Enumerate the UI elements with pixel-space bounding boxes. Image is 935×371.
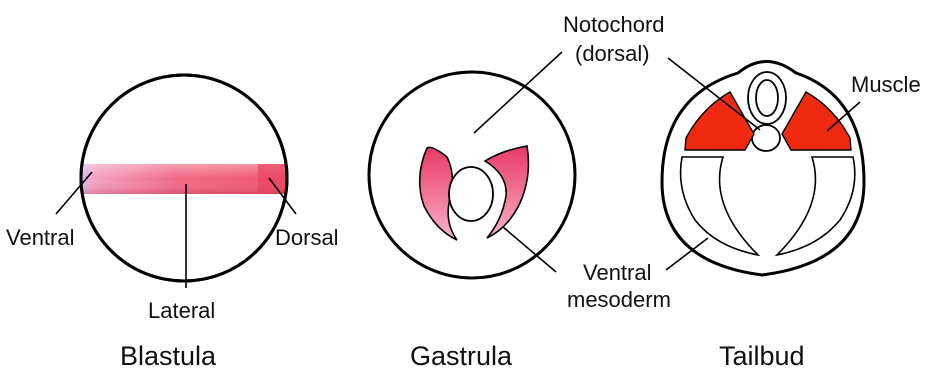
ventral-mesoderm-tailbud-leader-line — [666, 238, 708, 270]
notochord-label-line1: Notochord — [563, 12, 665, 37]
gastrula-title: Gastrula — [410, 341, 513, 371]
ventral-label: Ventral — [6, 225, 75, 250]
left-muscle-block — [685, 92, 754, 150]
gastrula-archenteron — [449, 167, 493, 221]
neural-tube-lumen — [756, 80, 778, 116]
ventral-mesoderm-label-line2: mesoderm — [567, 287, 671, 312]
blastula-mesoderm-band — [78, 164, 290, 194]
ventral-mesoderm-gastrula-leader-line — [503, 227, 556, 272]
tailbud-title: Tailbud — [719, 341, 805, 371]
blastula-title: Blastula — [120, 341, 217, 371]
lateral-label: Lateral — [148, 298, 215, 323]
blastula-panel: Ventral Lateral Dorsal Blastula — [6, 75, 339, 371]
gastrula-panel: Gastrula — [369, 52, 575, 371]
notochord-gastrula-leader-line — [474, 52, 562, 133]
notochord-label-line2: (dorsal) — [575, 41, 650, 66]
muscle-label: Muscle — [851, 72, 921, 97]
ventral-mesoderm-label-line1: Ventral — [583, 260, 652, 285]
dorsal-label: Dorsal — [275, 225, 339, 250]
notochord — [752, 125, 780, 151]
tailbud-panel: Muscle Tailbud — [662, 58, 921, 371]
left-ventral-mesoderm — [681, 157, 758, 255]
